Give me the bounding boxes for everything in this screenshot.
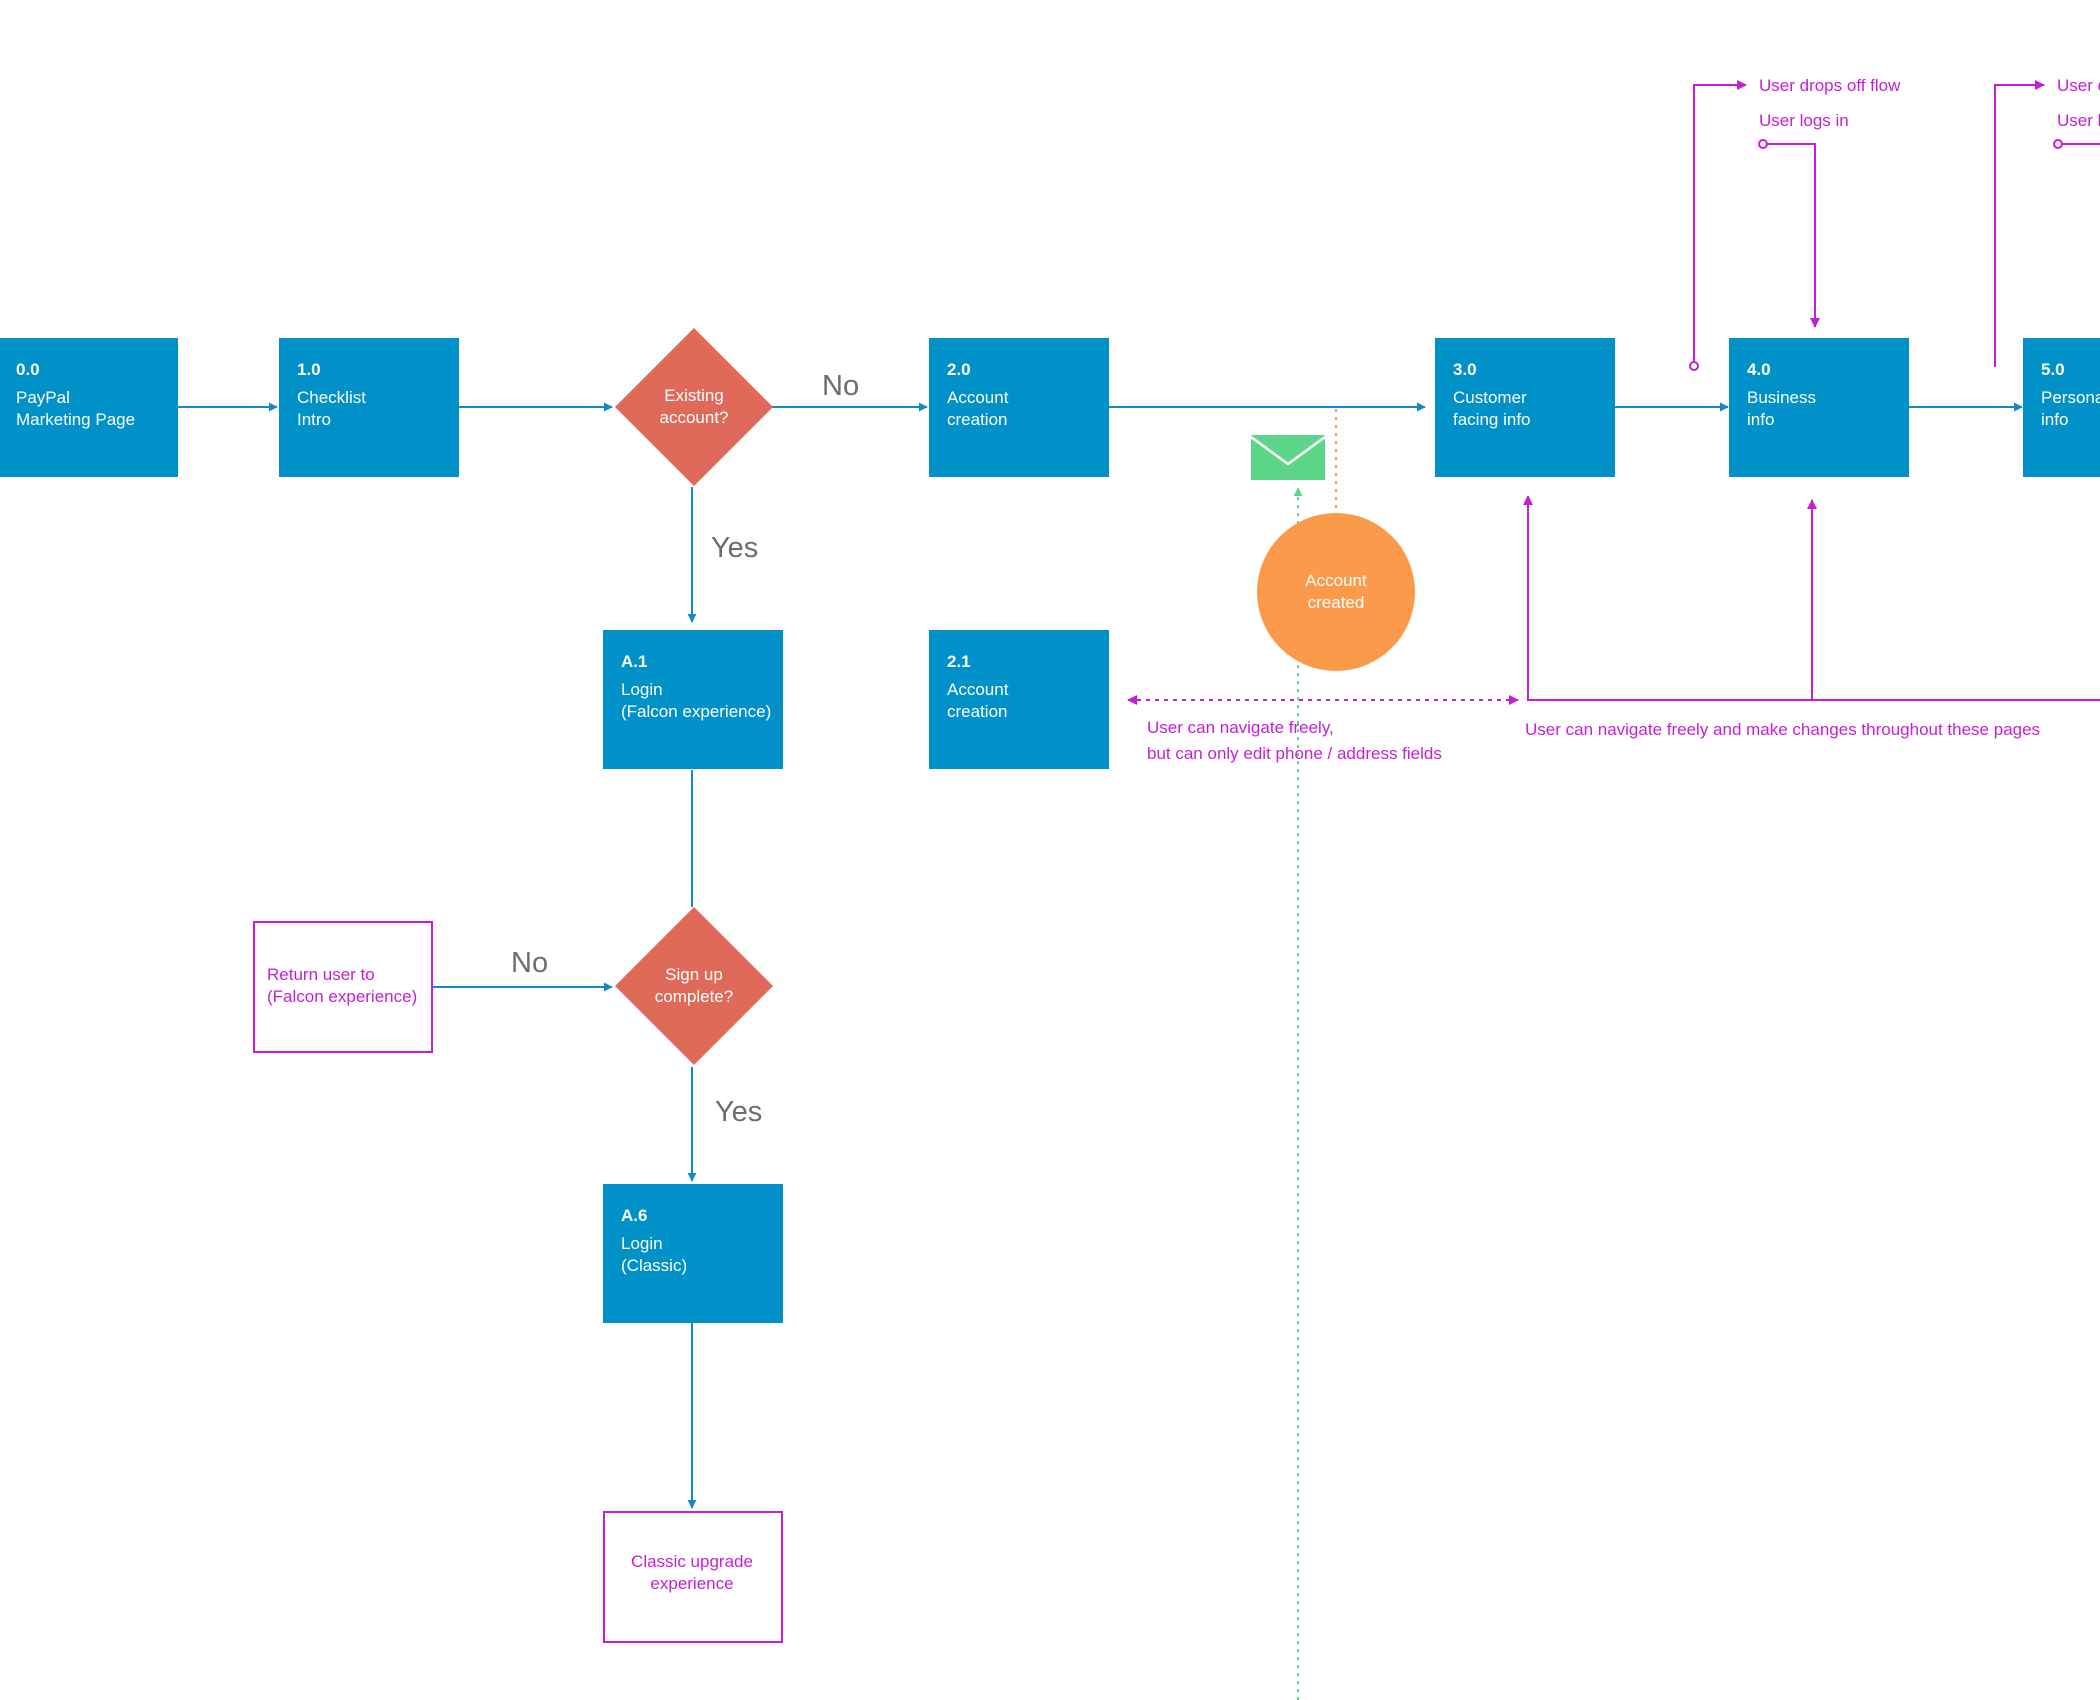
edge-label-yes: Yes [711, 532, 758, 564]
flow-connectors [178, 402, 2023, 1509]
edge-label-yes: Yes [715, 1096, 762, 1128]
step-box [603, 630, 783, 769]
step-5.0[interactable]: 5.0 Personal info [2023, 338, 2100, 477]
envelope-icon [1250, 435, 1326, 480]
decision-label-line1: Sign up [665, 965, 723, 984]
step-label-line2: info [1747, 410, 1774, 429]
step-id: 1.0 [297, 360, 321, 379]
decision-existing-account[interactable]: Existing account? [615, 328, 773, 486]
step-id: 2.0 [947, 360, 971, 379]
step-id: 2.1 [947, 652, 971, 671]
step-box [1435, 338, 1615, 477]
step-3.0[interactable]: 3.0 Customer facing info [1435, 338, 1615, 477]
step-label-line2: Marketing Page [16, 410, 135, 429]
step-label-line1: Customer [1453, 388, 1527, 407]
step-label-line1: Business [1747, 388, 1816, 407]
step-2.0[interactable]: 2.0 Account creation [929, 338, 1109, 477]
step-id: A.6 [621, 1206, 647, 1225]
step-id: 0.0 [16, 360, 40, 379]
outcome-label-line1: Classic upgrade [631, 1552, 753, 1571]
step-label-line1: Login [621, 1234, 663, 1253]
step-box [0, 338, 178, 477]
note-navigate-limited-line2: but can only edit phone / address fields [1147, 744, 1442, 763]
step-A.1[interactable]: A.1 Login (Falcon experience) [603, 630, 783, 769]
note-user-drops-off: User drops off flow [2057, 76, 2100, 95]
logs-in-connector-1 [1764, 143, 1820, 328]
decision-sign-up-complete[interactable]: Sign up complete? [615, 907, 773, 1065]
step-id: 5.0 [2041, 360, 2065, 379]
step-label-line1: Account [947, 388, 1009, 407]
decision-label-line2: complete? [655, 987, 733, 1006]
step-id: 4.0 [1747, 360, 1771, 379]
decision-diamond [615, 328, 773, 486]
step-0.0[interactable]: 0.0 PayPal Marketing Page [0, 338, 178, 477]
step-box [929, 338, 1109, 477]
step-label-line2: facing info [1453, 410, 1531, 429]
logs-in-origin-dot-2 [2053, 139, 2063, 149]
note-user-logs-in: User logs in [1759, 111, 1849, 130]
step-4.0[interactable]: 4.0 Business info [1729, 338, 1909, 477]
event-label-line1: Account [1305, 571, 1367, 590]
event-circle [1257, 513, 1415, 671]
logs-in-origin-dot-1 [1758, 139, 1768, 149]
outcome-label-line2: (Falcon experience) [267, 987, 417, 1006]
step-label-line2: creation [947, 410, 1007, 429]
step-1.0[interactable]: 1.0 Checklist Intro [279, 338, 459, 477]
step-box [929, 630, 1109, 769]
step-label-line1: Account [947, 680, 1009, 699]
decision-label-line2: account? [660, 408, 729, 427]
decision-label-line1: Existing [664, 386, 724, 405]
outcome-box [253, 921, 433, 1053]
step-id: 3.0 [1453, 360, 1477, 379]
step-id: A.1 [621, 652, 647, 671]
step-label-line2: Intro [297, 410, 331, 429]
outcome-return-user[interactable]: Return user to (Falcon experience) [253, 921, 433, 1053]
step-label-line2: (Classic) [621, 1256, 687, 1275]
event-label-line2: created [1308, 593, 1365, 612]
event-account-created[interactable]: Account created [1257, 513, 1415, 671]
step-label-line1: PayPal [16, 388, 70, 407]
outcome-classic-upgrade[interactable]: Classic upgrade experience [603, 1511, 783, 1643]
edge-label-no: No [511, 947, 548, 979]
step-A.6[interactable]: A.6 Login (Classic) [603, 1184, 783, 1323]
edge-label-no: No [822, 370, 859, 402]
note-user-drops-off: User drops off flow [1759, 76, 1901, 95]
annotation-connectors [1127, 80, 2100, 705]
step-box [279, 338, 459, 477]
drop-off-origin-dot-1 [1689, 361, 1699, 371]
step-label-line2: (Falcon experience) [621, 702, 771, 721]
step-label-line2: creation [947, 702, 1007, 721]
outcome-box [603, 1511, 783, 1643]
drops-off-connector-2 [1994, 80, 2045, 367]
navigate-free-bracket [1523, 495, 2100, 701]
step-label-line2: info [2041, 410, 2068, 429]
step-label-line1: Checklist [297, 388, 366, 407]
outcome-label-line2: experience [650, 1574, 733, 1593]
step-2.1[interactable]: 2.1 Account creation [929, 630, 1109, 769]
note-navigate-limited-line1: User can navigate freely, [1147, 718, 1334, 737]
note-navigate-free: User can navigate freely and make change… [1525, 720, 2040, 739]
step-label-line1: Personal [2041, 388, 2100, 407]
drops-off-connector-1 [1693, 80, 1747, 361]
step-label-line1: Login [621, 680, 663, 699]
note-user-logs-in: User logs in [2057, 111, 2100, 130]
step-box [603, 1184, 783, 1323]
outcome-label-line1: Return user to [267, 965, 375, 984]
decision-diamond [615, 907, 773, 1065]
step-box [2023, 338, 2100, 477]
step-box [1729, 338, 1909, 477]
